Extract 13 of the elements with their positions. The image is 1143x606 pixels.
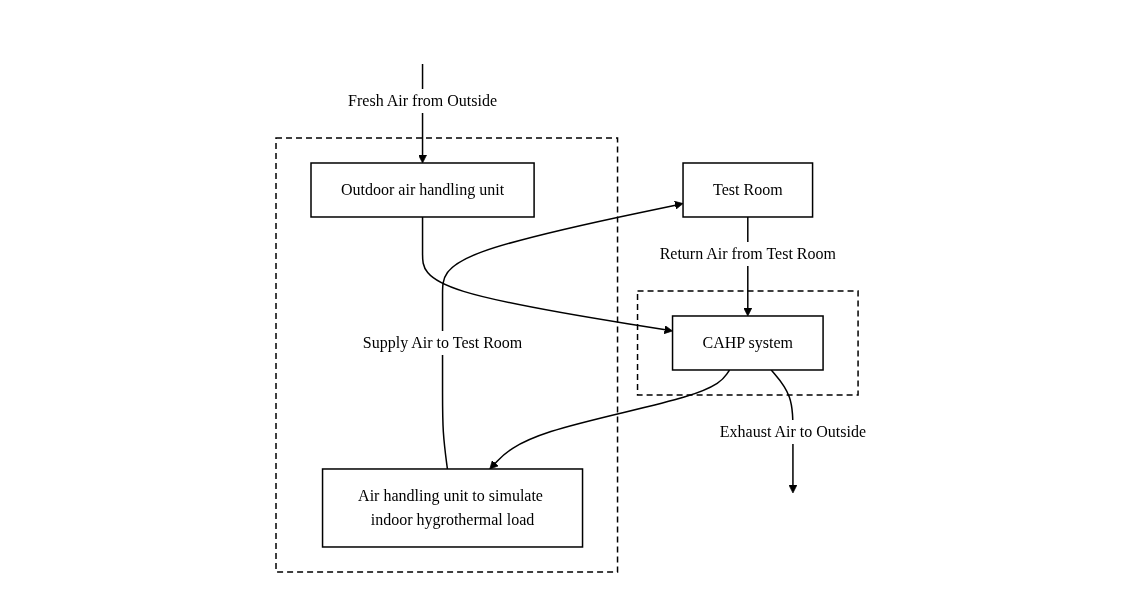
arrow bbox=[442, 200, 684, 470]
edge-label: Return Air from Test Room bbox=[660, 244, 837, 262]
edge-label: Fresh Air from Outside bbox=[348, 92, 498, 109]
node-box: Outdoor air handling unit bbox=[310, 162, 536, 218]
node-box: Air handling unit to simulate indoor hygrothermal load bbox=[322, 468, 584, 548]
node-box: CAHP system bbox=[672, 315, 825, 371]
node-box: Test Room bbox=[682, 162, 814, 218]
edge-label: Exhaust Air to Outside bbox=[720, 422, 867, 440]
arrow bbox=[489, 369, 731, 470]
cluster bbox=[637, 290, 860, 396]
cluster bbox=[275, 137, 619, 573]
arrow bbox=[422, 216, 674, 335]
edge-label: Supply Air to Test Room bbox=[363, 333, 523, 351]
